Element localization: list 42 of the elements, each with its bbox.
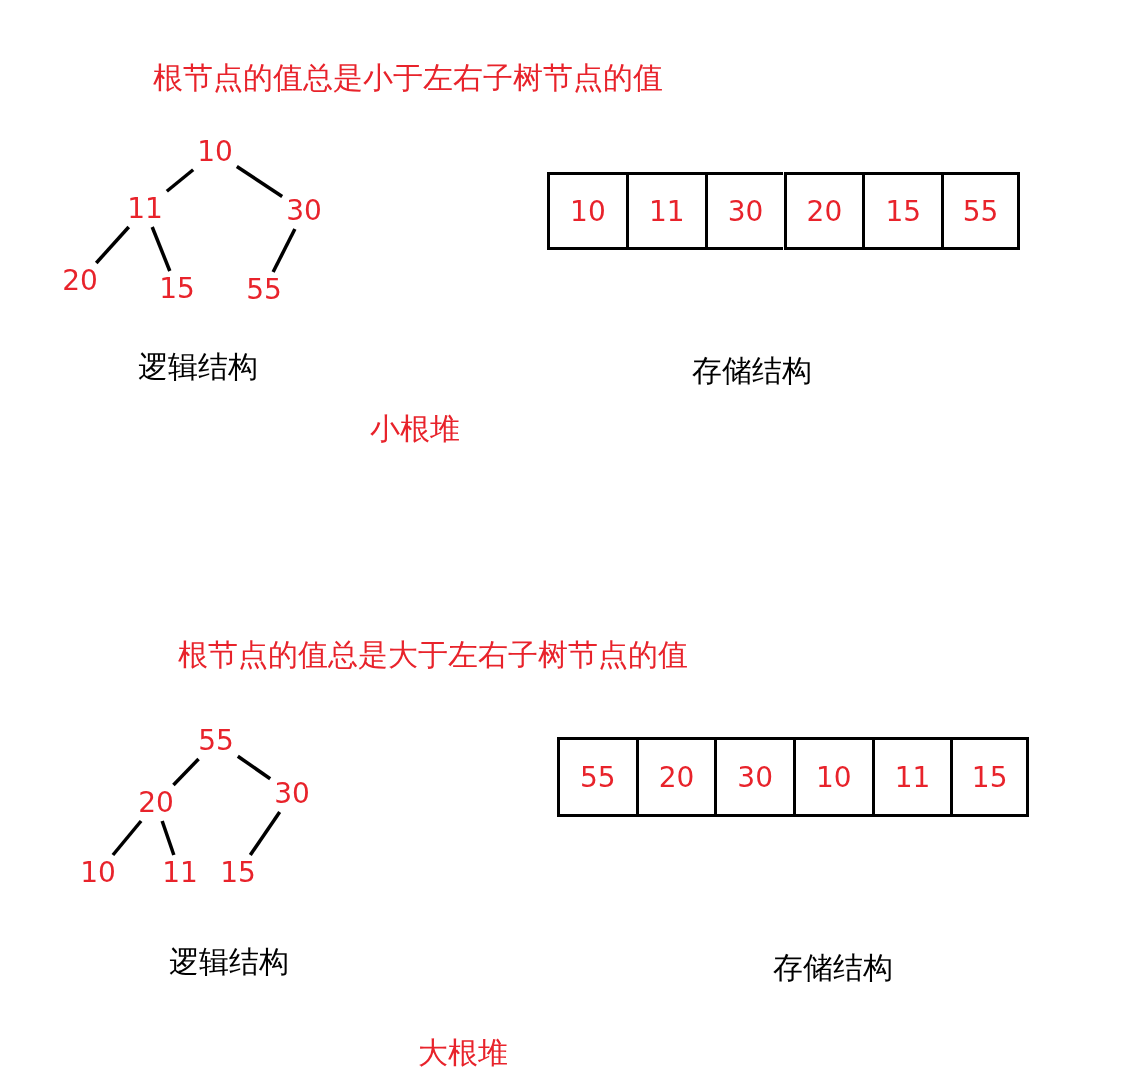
tree-edge [165,168,195,193]
tree-edge [172,757,200,787]
tree-edge [150,226,172,272]
caption: 存储结构 [773,953,893,983]
array-cell: 55 [557,737,636,817]
array-cell: 15 [862,172,942,250]
tree-edge [235,165,284,198]
tree-node-value: 11 [127,195,163,223]
tree-node-value: 30 [286,197,322,225]
tree-edge [111,819,143,857]
tree-node-value: 11 [162,859,198,887]
array-cell: 11 [625,172,705,250]
array-cell: 15 [950,737,1029,817]
heading: 根节点的值总是大于左右子树节点的值 [178,640,688,670]
tree-node-value: 30 [274,780,310,808]
tree-node-value: 55 [198,727,234,755]
array-cell: 30 [704,172,784,250]
tree-edge [160,820,176,856]
tree-node-value: 20 [62,267,98,295]
heap-type-label: 小根堆 [370,414,460,444]
array-cell: 55 [941,172,1020,250]
caption: 逻辑结构 [138,352,258,382]
array-cell: 20 [635,737,715,817]
tree-node-value: 55 [246,276,282,304]
tree-edge [236,754,272,781]
tree-edge [271,228,297,273]
tree-node-value: 10 [197,138,233,166]
tree-node-value: 20 [138,789,174,817]
array-cell: 30 [714,737,793,817]
array-cell: 11 [871,737,951,817]
tree-edge [248,811,282,856]
tree-node-value: 15 [220,859,256,887]
tree-node-value: 15 [159,275,195,303]
array-cell: 10 [547,172,626,250]
array-cell: 10 [793,737,872,817]
caption: 存储结构 [692,356,812,386]
tree-edge [94,225,131,265]
heading: 根节点的值总是小于左右子树节点的值 [153,63,663,93]
tree-node-value: 10 [80,859,116,887]
array-cell: 20 [783,172,863,250]
caption: 逻辑结构 [169,947,289,977]
heap-type-label: 大根堆 [418,1038,508,1068]
